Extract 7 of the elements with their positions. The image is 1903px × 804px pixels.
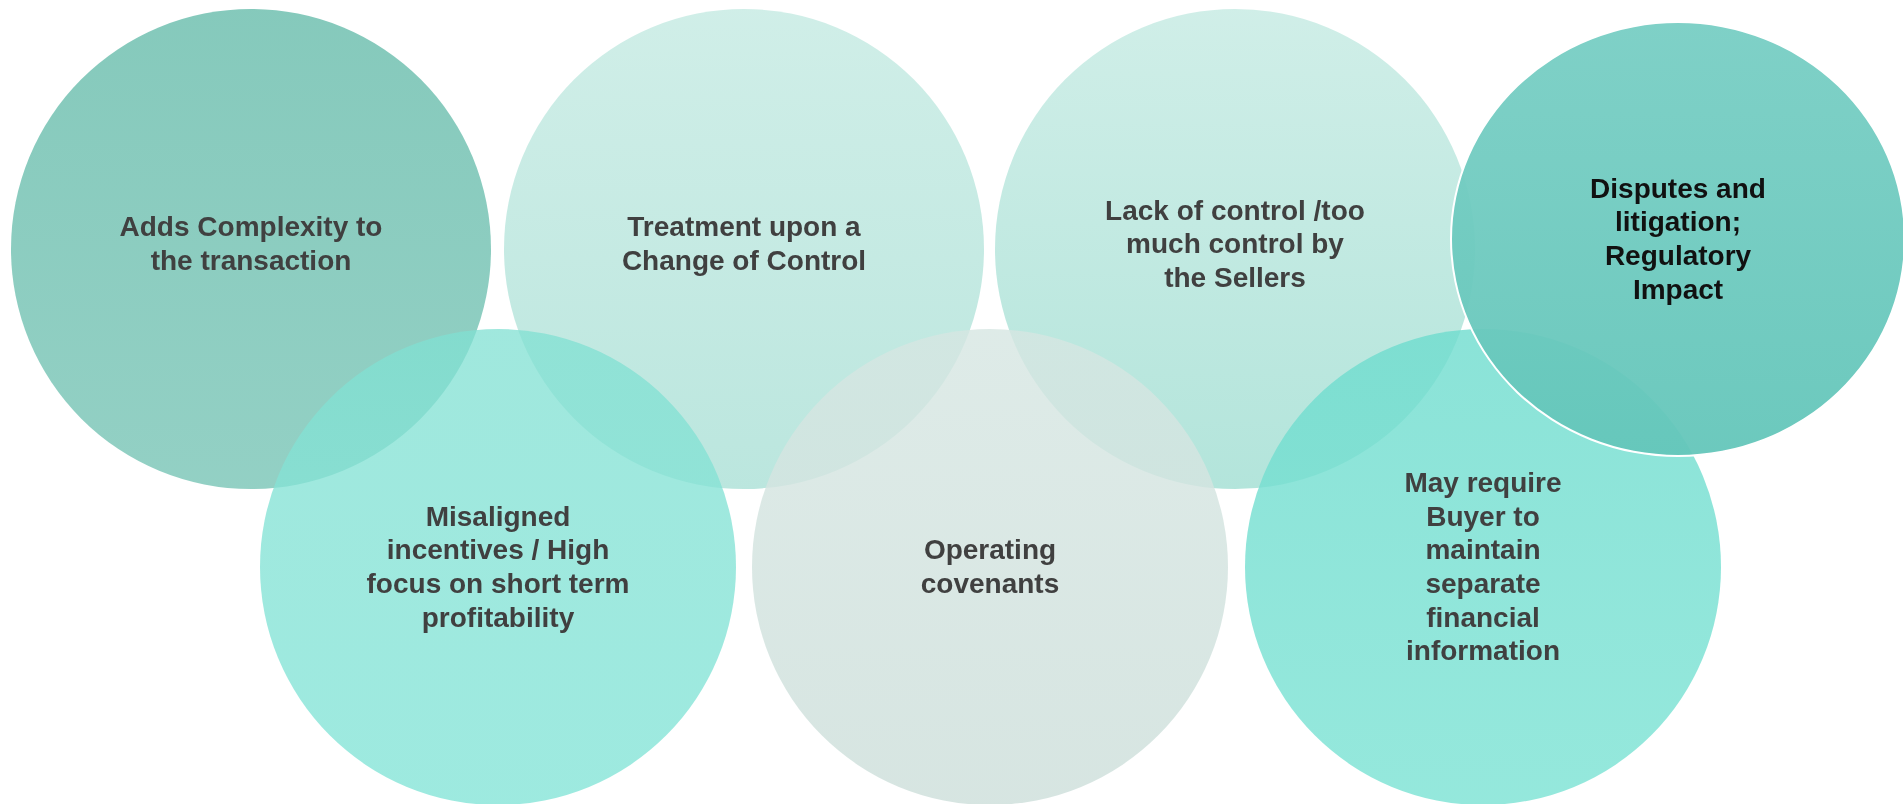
circle-label: Misaligned incentives / High focus on short term profitability — [365, 499, 631, 635]
circle-label: Lack of control /too much control by the Sellers — [1105, 193, 1365, 295]
circle-label: Disputes and litigation; Regulatory Impact — [1589, 171, 1767, 307]
circle-label: Treatment upon a Change of Control — [620, 210, 868, 278]
circle-label: Operating covenants — [919, 533, 1061, 601]
circle-label: Adds Complexity to the transaction — [118, 210, 384, 278]
circle-label: May require Buyer to maintain separate financial information — [1403, 466, 1563, 668]
